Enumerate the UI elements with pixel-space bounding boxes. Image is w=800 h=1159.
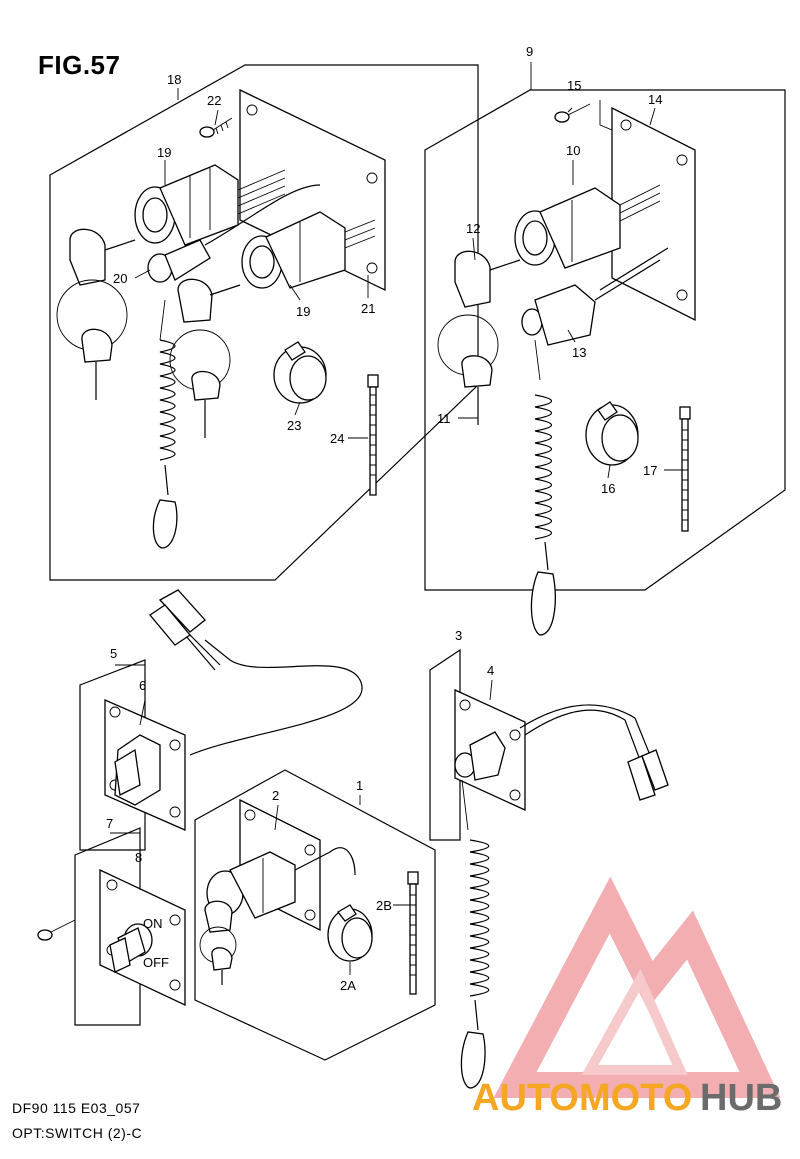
- watermark-text-part2: HUB: [700, 1077, 782, 1119]
- kit-18-group: [49, 64, 479, 581]
- callout-2A: 2A: [340, 978, 356, 993]
- callout-22: 22: [207, 93, 221, 108]
- callout-24: 24: [330, 431, 344, 446]
- callout-8: 8: [135, 850, 142, 865]
- switch-assy-3: [429, 648, 669, 1089]
- grommet-2A: [327, 904, 373, 962]
- callout-7: 7: [106, 816, 113, 831]
- callout-13: 13: [572, 345, 586, 360]
- callout-9: 9: [526, 44, 533, 59]
- cable-tie-17: [679, 406, 691, 532]
- kit-9-frame: [424, 89, 786, 591]
- callout-20: 20: [113, 271, 127, 286]
- kit-9-group: [424, 62, 786, 636]
- switch-off-mark: OFF: [143, 955, 169, 970]
- callout-16: 16: [601, 481, 615, 496]
- keys-and-lanyard-right: [437, 250, 556, 636]
- callout-2: 2: [272, 788, 279, 803]
- callout-11: 11: [437, 411, 451, 426]
- callout-12: 12: [466, 221, 480, 236]
- cable-tie-24: [367, 374, 379, 496]
- watermark-text: AUTOMOTO HUB: [472, 1077, 782, 1119]
- callout-21: 21: [361, 301, 375, 316]
- keys-and-lanyard-left: [56, 228, 241, 549]
- stop-switch-20: [147, 239, 211, 283]
- screw-15: [554, 103, 591, 123]
- callout-1: 1: [356, 778, 363, 793]
- callout-19-upper: 19: [157, 145, 171, 160]
- callout-labels: 18 22 19 20 19 21 23 24 9 15 14 10 12 13…: [106, 44, 662, 993]
- key-switch-10: [514, 184, 661, 269]
- key-switch-19-lower: [241, 211, 376, 289]
- callout-3: 3: [455, 628, 462, 643]
- grommet-23: [273, 341, 327, 404]
- switch-assy-5: [79, 589, 363, 851]
- grommet-16: [585, 401, 639, 466]
- callout-19-lower: 19: [296, 304, 310, 319]
- kit-1-group: [194, 769, 436, 1061]
- callout-2B: 2B: [376, 898, 392, 913]
- footer-section-name: OPT:SWITCH (2)-C: [12, 1125, 143, 1141]
- switch-assy-7: [37, 827, 186, 1026]
- callout-4: 4: [487, 663, 494, 678]
- kit-1-frame: [194, 769, 436, 1061]
- key-switch-19-upper: [134, 164, 286, 246]
- automotohub-watermark-logo: [493, 876, 781, 1098]
- panel-21: [239, 88, 386, 292]
- cable-tie-2B: [407, 871, 419, 995]
- switch-on-mark: ON: [143, 916, 163, 931]
- panel-14: [611, 106, 696, 322]
- callout-6: 6: [139, 678, 146, 693]
- screw-7: [37, 919, 76, 941]
- stop-switch-13: [521, 247, 669, 346]
- callout-10: 10: [566, 143, 580, 158]
- callout-5: 5: [110, 646, 117, 661]
- callout-15: 15: [567, 78, 581, 93]
- footer-model-code: DF90 115 E03_057: [12, 1100, 141, 1116]
- callout-23: 23: [287, 418, 301, 433]
- screw-22: [199, 117, 233, 138]
- figure-title: FIG.57: [38, 50, 121, 80]
- callout-17: 17: [643, 463, 657, 478]
- callout-14: 14: [648, 92, 662, 107]
- callout-18: 18: [167, 72, 181, 87]
- watermark-text-part1: AUTOMOTO: [472, 1077, 692, 1119]
